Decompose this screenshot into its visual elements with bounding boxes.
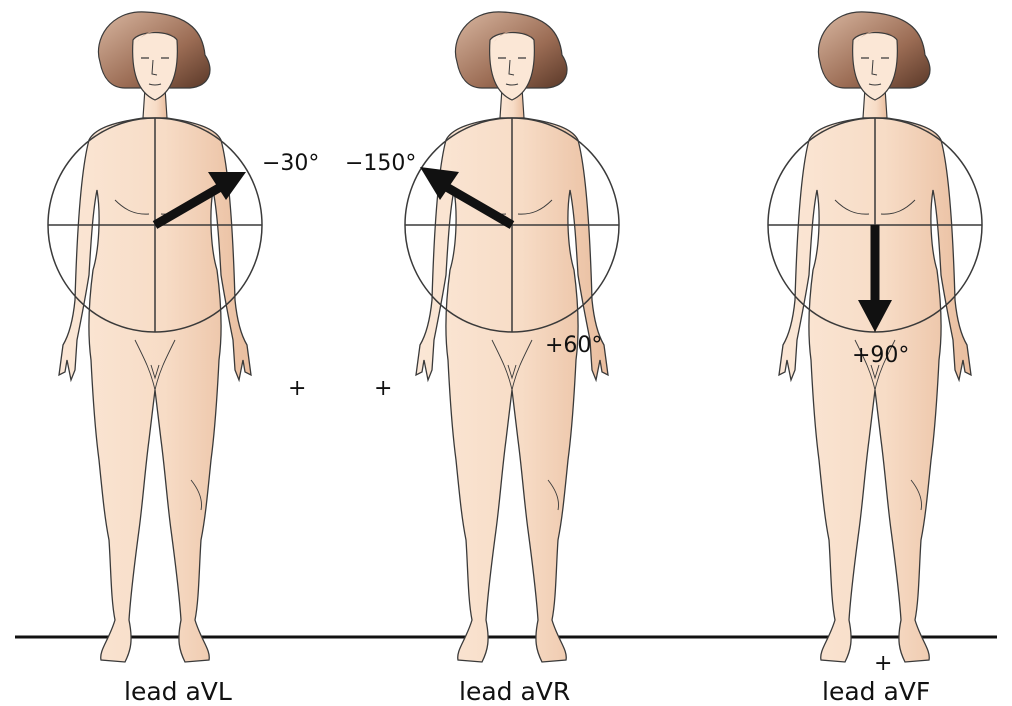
body-figure-avl [59,12,251,662]
caption-avr: lead aVR [459,677,570,706]
secondary-angle-label-avr: +60° [545,333,602,358]
caption-avl: lead aVL [124,677,232,706]
angle-label-avf: +90° [852,343,909,368]
plus-sign-avr: + [374,376,392,401]
figure-avr: −150° +60° + lead aVR [345,12,619,706]
plus-sign-avl: + [288,376,306,401]
figure-avl: −30° + lead aVL [48,12,319,706]
plus-sign-avf: + [874,651,892,676]
body-figure-avf [779,12,971,662]
angle-label-avl: −30° [262,151,319,176]
caption-avf: lead aVF [822,677,930,706]
figure-avf: +90° + lead aVF [768,12,982,706]
angle-label-avr: −150° [345,151,416,176]
